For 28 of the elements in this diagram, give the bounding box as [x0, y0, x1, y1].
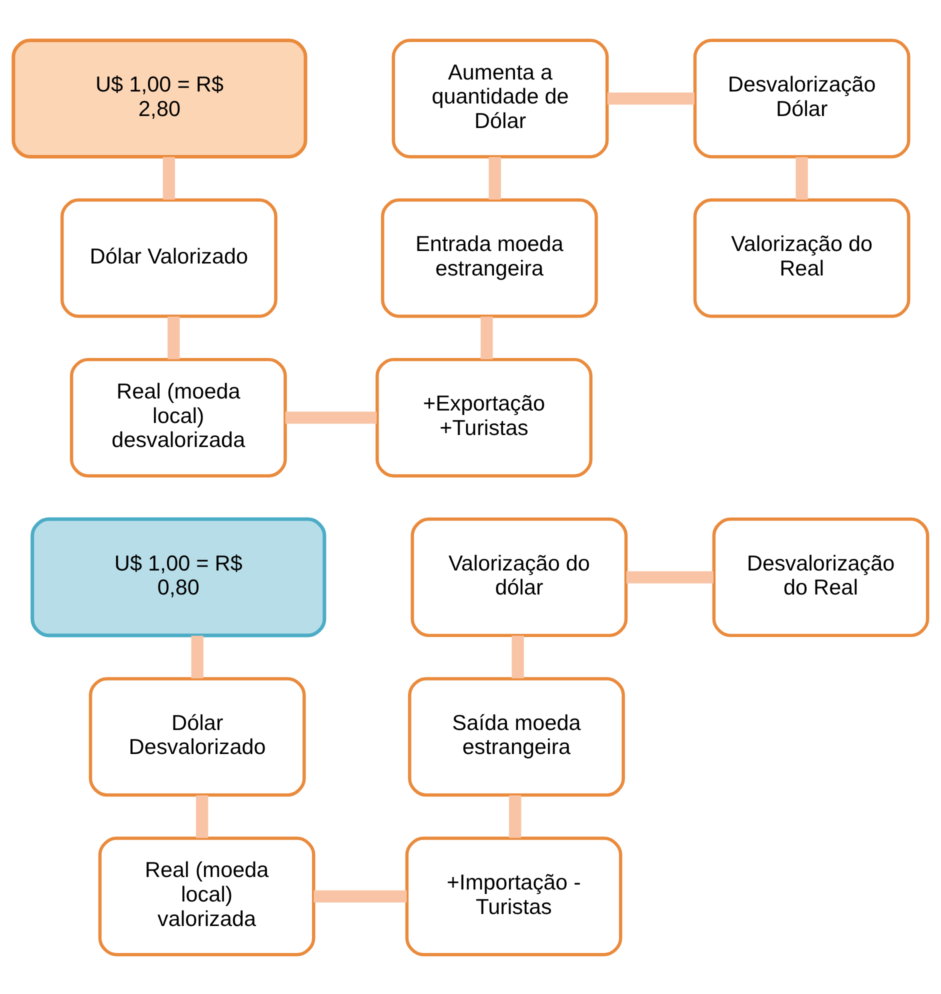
node-box: U$ 1,00 = R$ 0,80 — [30, 516, 326, 637]
node-box: Desvalorização do Real — [712, 517, 930, 637]
node-box: Saída moeda estrangeira — [408, 676, 625, 796]
connector — [488, 156, 501, 200]
connector — [626, 570, 714, 583]
connector — [509, 794, 522, 838]
connector — [191, 635, 204, 678]
connector — [480, 316, 493, 359]
node-box: Entrada moeda estrangeira — [380, 198, 598, 318]
connector — [796, 156, 808, 200]
connector — [285, 411, 377, 424]
connector — [314, 890, 407, 902]
node-box: Valorização do dólar — [410, 517, 628, 637]
connector — [162, 156, 176, 200]
connector — [168, 316, 180, 359]
node-box: Dólar Valorizado — [60, 198, 278, 318]
connector — [196, 794, 208, 838]
node-box: Aumenta a quantidade de Dólar — [392, 38, 609, 158]
node-box: Real (moeda local) desvalorizada — [70, 357, 287, 477]
node-box: +Exportação +Turistas — [376, 357, 592, 477]
node-box: U$ 1,00 = R$ 2,80 — [12, 38, 308, 158]
node-box: +Importação - Turistas — [405, 836, 622, 956]
connector — [512, 635, 524, 678]
node-box: Real (moeda local) valorizada — [98, 836, 316, 956]
node-box: Desvalorização Dólar — [693, 38, 910, 158]
node-box: Dólar Desvalorizado — [88, 676, 306, 796]
node-box: Valorização do Real — [693, 198, 910, 318]
connector — [607, 92, 694, 104]
